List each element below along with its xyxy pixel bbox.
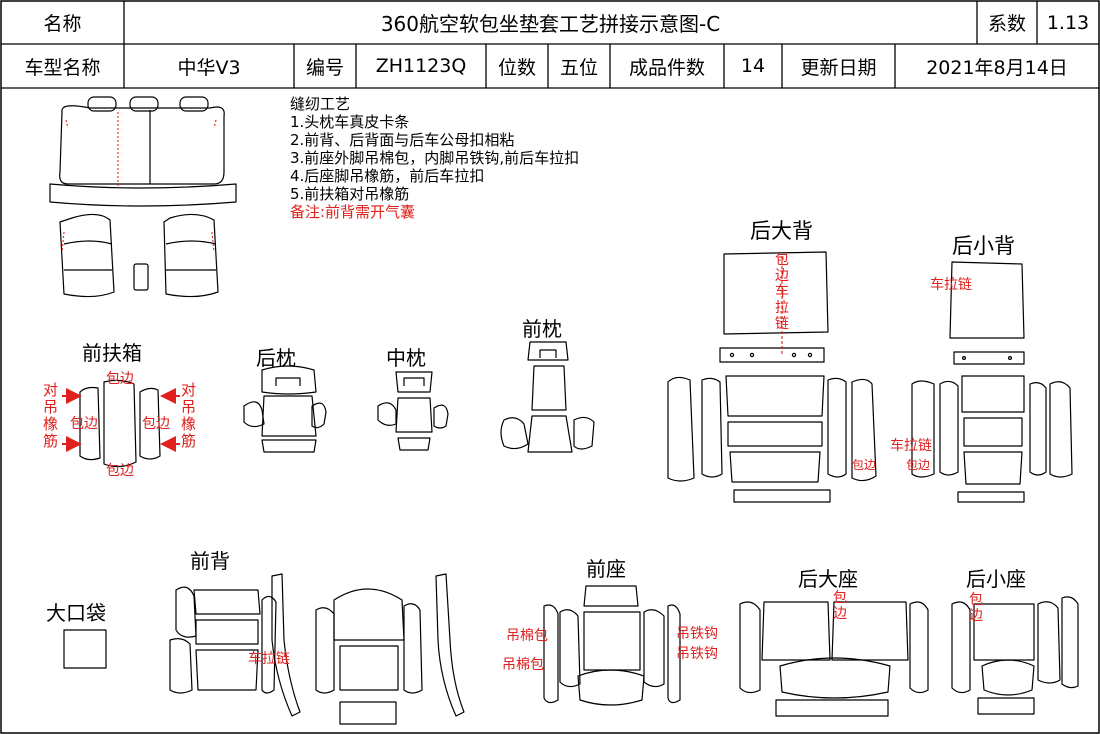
pieces-value: 14 — [740, 55, 766, 77]
binding-zipper-note: 包边车拉链 — [775, 252, 789, 332]
binding-note: 包边 — [106, 371, 134, 387]
note-item: 1.头枕车真皮卡条 — [290, 113, 410, 131]
note-item: 2.前背、后背面与后车公母扣相粘 — [290, 131, 515, 149]
coefficient-value: 1.13 — [1046, 11, 1090, 34]
cotton-pack-note: 吊棉包 — [506, 628, 548, 644]
note-item: 4.后座脚吊橡筋，前后车拉扣 — [290, 167, 485, 185]
label-front-armrest: 前扶箱 — [82, 341, 142, 365]
seats-value: 五位 — [559, 56, 598, 79]
label-middle-headrest: 中枕 — [386, 346, 426, 370]
name-label: 名称 — [43, 13, 82, 35]
binding-note: 包边 — [106, 463, 134, 479]
iron-hook-note: 吊铁钩 — [676, 626, 718, 642]
label-big-pocket: 大口袋 — [46, 601, 106, 625]
notes-remark: 备注:前背需开气囊 — [290, 203, 416, 221]
iron-hook-note: 吊铁钩 — [676, 646, 718, 662]
date-label: 更新日期 — [800, 56, 877, 79]
code-value: ZH1123Q — [375, 55, 467, 77]
car-zipper-note: 车拉链 — [930, 277, 972, 293]
pair-elastic-note: 对吊橡筋 — [180, 381, 196, 450]
label-front-back: 前背 — [190, 549, 230, 573]
binding-note: 包边 — [833, 590, 847, 622]
label-rear-small-back: 后小背 — [952, 234, 1015, 258]
binding-note: 包边 — [142, 416, 170, 432]
binding-note: 包边 — [906, 458, 931, 472]
sheet-title: 360航空软包坐垫套工艺拼接示意图-C — [380, 12, 721, 36]
coefficient-label: 系数 — [987, 13, 1026, 35]
car-zipper-note: 车拉链 — [890, 438, 932, 454]
sewing-notes: 缝纫工艺 1.头枕车真皮卡条 2.前背、后背面与后车公母扣相粘 3.前座外脚吊棉… — [290, 95, 579, 221]
label-rear-big-seat: 后大座 — [798, 567, 858, 591]
label-front-headrest: 前枕 — [522, 317, 562, 341]
binding-note: 包边 — [852, 458, 877, 472]
pieces-label: 成品件数 — [628, 56, 705, 79]
note-item: 5.前扶箱对吊橡筋 — [290, 185, 410, 203]
label-rear-small-seat: 后小座 — [966, 567, 1026, 591]
seats-label: 位数 — [497, 56, 536, 79]
label-rear-big-back: 后大背 — [750, 219, 813, 243]
date-value: 2021年8月14日 — [926, 56, 1068, 79]
code-label: 编号 — [305, 56, 344, 79]
cotton-pack-note: 吊棉包 — [502, 657, 544, 673]
binding-note: 包边 — [969, 592, 983, 624]
model-value: 中华V3 — [177, 56, 241, 79]
notes-heading: 缝纫工艺 — [290, 95, 351, 113]
note-item: 3.前座外脚吊棉包，内脚吊铁钩,前后车拉扣 — [290, 149, 580, 167]
binding-note: 包边 — [70, 416, 98, 432]
car-zipper-note: 车拉链 — [248, 651, 290, 667]
model-label: 车型名称 — [24, 56, 101, 79]
pair-elastic-note: 对吊橡筋 — [42, 381, 58, 450]
label-front-seat: 前座 — [586, 557, 626, 581]
label-rear-headrest: 后枕 — [256, 346, 296, 370]
